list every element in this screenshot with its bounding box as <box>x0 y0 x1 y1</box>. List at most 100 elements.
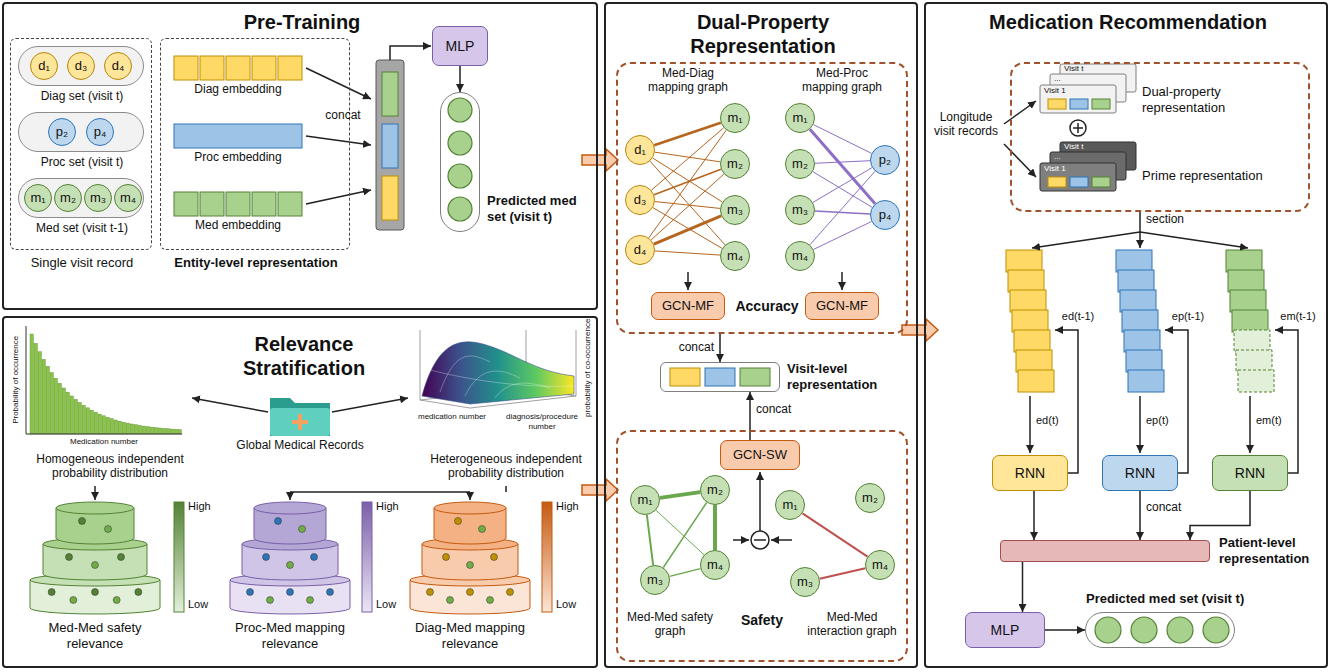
histogram-bar <box>166 429 169 434</box>
node-text: RNN <box>1015 465 1045 482</box>
connector <box>815 211 870 214</box>
histogram-bar <box>162 428 165 434</box>
histogram-bar <box>110 419 113 434</box>
entity-set: Diag set (visit t)d₁d₃d₄ <box>18 46 144 86</box>
surface-chart <box>430 356 574 398</box>
relevance-cylinder <box>263 554 270 561</box>
plus-symbol <box>1073 123 1083 133</box>
node-text: m₄ <box>727 248 743 264</box>
relevance-cylinder <box>118 554 125 561</box>
entity-circle: d₃ <box>67 52 95 80</box>
connector <box>1033 491 1035 540</box>
entity-circle: m₂ <box>785 149 815 179</box>
sequence-cell <box>1122 310 1158 332</box>
predicted-circle <box>448 98 472 122</box>
connector <box>649 130 726 238</box>
connector <box>749 392 751 440</box>
histogram-bar <box>90 410 93 434</box>
histogram-bar <box>170 429 173 434</box>
entity-circle: m₁ <box>720 103 750 133</box>
embedding-cell <box>200 56 224 80</box>
histogram-bar <box>102 416 105 434</box>
mlp-box: MLP <box>432 26 488 66</box>
entity-circle: m₂ <box>700 475 730 505</box>
node-text: Diag-Med mapping relevance <box>395 620 545 651</box>
label-text: High <box>556 500 596 513</box>
entity-set: Med set (visit t-1)m₁m₂m₃m₄ <box>18 178 144 218</box>
mlp-box: MLP <box>965 612 1045 648</box>
label-text: Low <box>188 598 228 611</box>
label-text: Med embedding <box>172 218 304 232</box>
embedding-cell <box>174 192 198 216</box>
entity-circle: m₃ <box>785 195 815 225</box>
connector <box>810 129 875 203</box>
connector <box>802 513 867 556</box>
flow-arrow <box>687 272 689 290</box>
entity-circle: m₁ <box>785 103 815 133</box>
label-text: concat <box>650 340 714 354</box>
histogram-bar <box>54 378 57 434</box>
relevance-cylinder <box>467 589 474 596</box>
entity-circle: m₃ <box>720 195 750 225</box>
histogram-axes <box>26 326 182 434</box>
node-text: Proc set (visit t) <box>19 155 145 169</box>
visit-card <box>1040 85 1116 113</box>
sequence-cell <box>1228 270 1264 292</box>
label-text: Visit t <box>1064 142 1114 152</box>
node-text: Med set (visit t-1) <box>19 221 145 235</box>
connector <box>654 123 721 145</box>
label-text: ed(t-1) <box>1056 310 1100 323</box>
histogram-bar <box>58 383 61 434</box>
visit-vector <box>670 368 770 386</box>
embedding-cell <box>278 192 302 216</box>
flow-arrow <box>306 136 371 145</box>
flow-arrow <box>94 486 96 500</box>
label-text: section <box>1146 212 1206 226</box>
connector <box>1022 562 1024 612</box>
embedding-cell <box>226 56 250 80</box>
sequence-cell <box>1010 290 1046 312</box>
embedding-bar <box>174 124 302 148</box>
histogram-bar <box>134 425 137 434</box>
entity-circle: p₂ <box>48 118 76 146</box>
folder-icon <box>270 398 330 436</box>
embedding-cell <box>200 192 224 216</box>
flow-arrow <box>759 472 761 531</box>
label-text: concat <box>1146 500 1196 514</box>
gcn-box: GCN-SW <box>720 440 800 470</box>
gcn-box: GCN-MF <box>651 292 725 320</box>
visit-card <box>1048 177 1066 187</box>
label-text: Med-Diag mapping graph <box>638 66 738 95</box>
relevance-cylinder <box>79 518 86 525</box>
visit-card <box>1092 177 1110 187</box>
flow-arrow <box>1004 144 1036 177</box>
concat-bar <box>382 176 398 220</box>
relevance-cylinder <box>247 589 254 596</box>
sequence-cell <box>1232 310 1268 332</box>
predicted-circle <box>448 164 472 188</box>
entity-circle: p₄ <box>870 200 900 230</box>
label-text: Medication number <box>26 437 182 447</box>
rnn-box: RNN <box>992 455 1068 491</box>
node-text: p₂ <box>56 124 68 140</box>
relevance-cylinder <box>66 554 73 561</box>
relevance-cylinder <box>287 589 294 596</box>
embedding-cell <box>226 192 250 216</box>
flow-arrow <box>1249 396 1251 453</box>
node-text: m₁ <box>792 110 807 126</box>
relevance-cylinder <box>447 597 454 604</box>
histogram-bar <box>42 359 45 434</box>
histogram-bar <box>98 414 101 434</box>
label-text: Visit t <box>1064 64 1114 74</box>
node-text: d₃ <box>75 58 88 74</box>
node-text: Proc-Med mapping relevance <box>215 620 365 651</box>
node-text: m₁ <box>782 497 797 513</box>
rnn-box: RNN <box>1212 455 1288 491</box>
visit-records-region: Dual-property representationPrime repres… <box>1010 62 1310 212</box>
histogram-bar <box>178 430 181 434</box>
label-text: em(t) <box>1256 414 1292 427</box>
predicted-circle <box>1131 617 1157 643</box>
label-text: Proc embedding <box>172 150 304 164</box>
node-text: Accuracy <box>727 298 807 315</box>
